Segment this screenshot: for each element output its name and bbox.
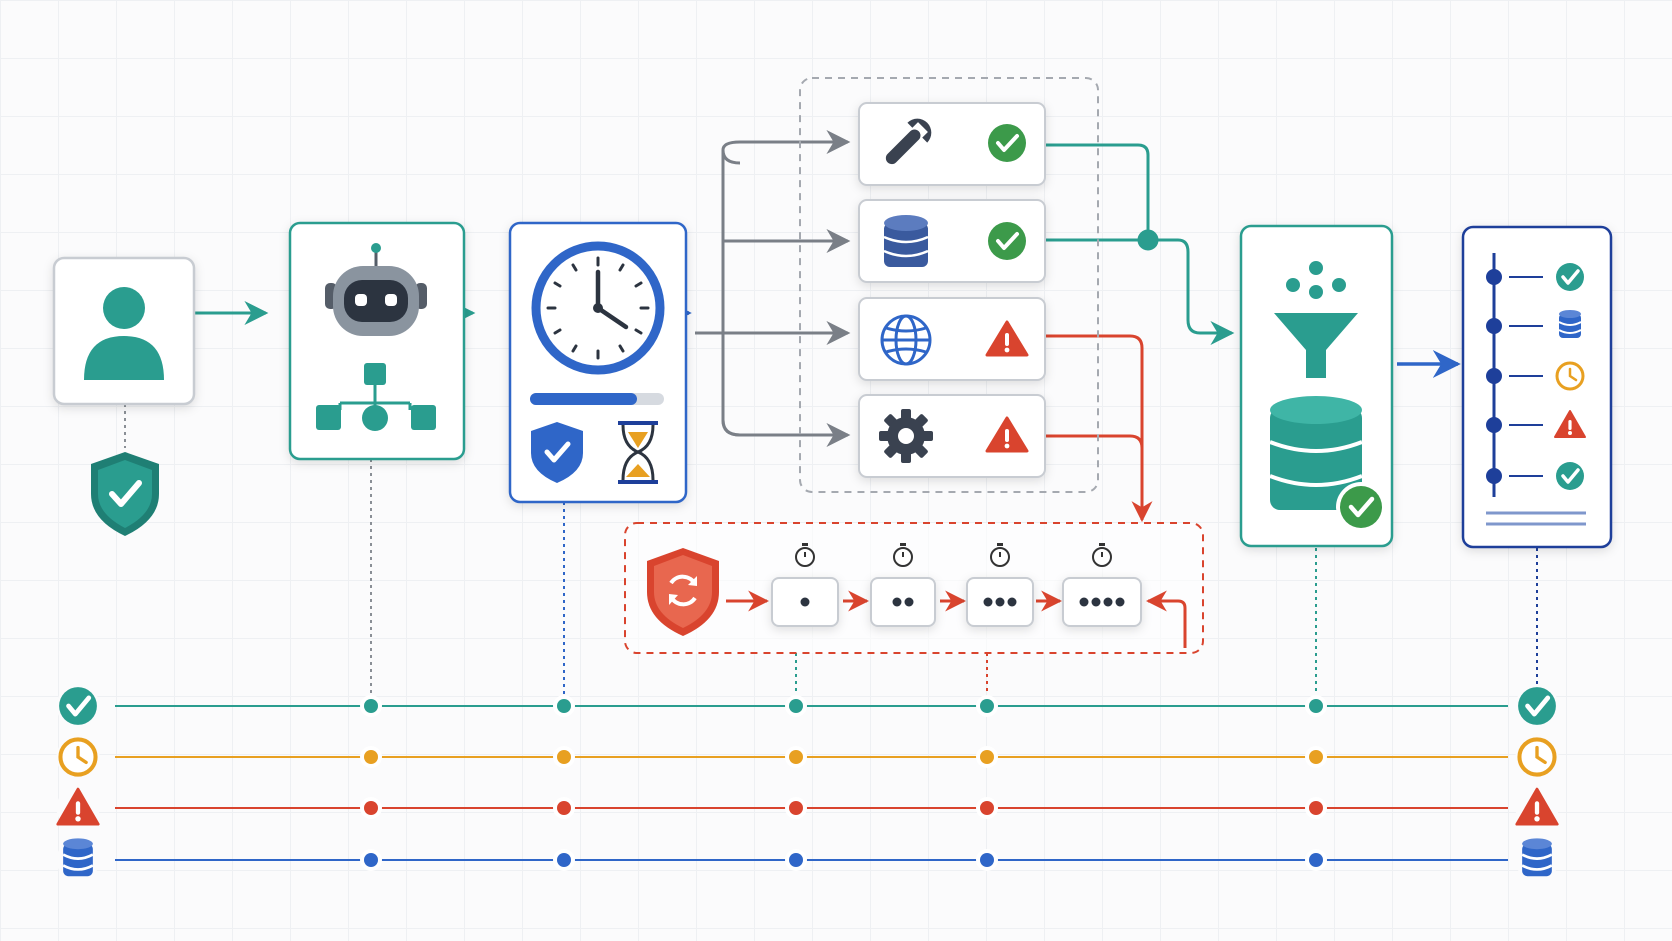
- retry-dot: [995, 597, 1005, 607]
- retry-step: [870, 542, 936, 627]
- warning-icon: [56, 787, 100, 826]
- retry-dot: [1091, 597, 1101, 607]
- retry-dot: [983, 597, 993, 607]
- log-node[interactable]: [1461, 225, 1613, 549]
- gear-icon: [879, 409, 933, 463]
- progress-bar: [530, 393, 664, 405]
- aggregate-node[interactable]: [1239, 224, 1394, 548]
- database-check-icon: [1269, 396, 1386, 532]
- drop-lines: [124, 404, 1538, 694]
- retry-step: [771, 542, 839, 627]
- check-circle-icon: [59, 687, 97, 725]
- tool-row-database[interactable]: [858, 199, 1046, 283]
- check-circle-icon: [1518, 687, 1556, 725]
- retry-dot: [1103, 597, 1113, 607]
- retry-steps: [771, 542, 1142, 627]
- status-lanes: [56, 684, 1559, 882]
- retry-group[interactable]: [624, 522, 1204, 654]
- retry-step: [966, 542, 1034, 627]
- log-entry: [1486, 462, 1584, 490]
- check-circle-icon: [56, 684, 100, 728]
- user-icon: [84, 287, 164, 380]
- clock-icon: [56, 735, 100, 779]
- retry-dot: [1007, 597, 1017, 607]
- success-badge-icon: [986, 220, 1028, 262]
- status-lane-success: [56, 684, 1559, 728]
- log-entry: [1486, 263, 1584, 291]
- warning-icon: [1515, 786, 1559, 830]
- database-icon: [1521, 838, 1553, 877]
- database-icon: [882, 213, 930, 269]
- warning-icon: [1554, 410, 1586, 438]
- tool-row-globe[interactable]: [858, 297, 1046, 381]
- tools-group: [799, 77, 1099, 493]
- hierarchy-icon: [316, 363, 436, 431]
- log-entry: [1486, 410, 1586, 438]
- warning-connectors: [1045, 334, 1153, 523]
- shield-check-icon: [91, 452, 159, 536]
- log-entry: [1486, 310, 1582, 338]
- user-node[interactable]: [52, 256, 196, 406]
- shield-retry-icon: [647, 548, 719, 636]
- fan-out-connectors: [695, 130, 851, 447]
- database-icon: [56, 838, 100, 882]
- warning-icon: [1515, 787, 1559, 826]
- retry-dot: [892, 597, 902, 607]
- clock-icon: [1515, 735, 1559, 779]
- retry-dot: [904, 597, 914, 607]
- check-icon: [1556, 462, 1584, 490]
- status-lane-warning: [56, 786, 1559, 830]
- database-icon: [1515, 838, 1559, 882]
- success-merge-connectors: [1045, 143, 1235, 345]
- retry-arrows: [726, 590, 1187, 648]
- check-icon: [1556, 263, 1584, 291]
- retry-dot: [1079, 597, 1089, 607]
- database-icon: [62, 838, 94, 877]
- success-badge-icon: [986, 122, 1028, 164]
- clock-icon: [1555, 361, 1585, 391]
- retry-step: [1062, 542, 1142, 627]
- wrench-icon: [885, 118, 932, 165]
- log-entries: [1486, 263, 1586, 490]
- status-lane-pending: [56, 735, 1559, 779]
- warning-icon: [56, 786, 100, 830]
- robot-icon: [325, 243, 427, 336]
- tool-row-gear[interactable]: [858, 394, 1046, 478]
- hourglass-icon: [618, 421, 658, 484]
- database-icon: [1558, 310, 1582, 338]
- tool-row-wrench[interactable]: [858, 102, 1046, 186]
- globe-icon: [880, 314, 932, 366]
- check-circle-icon: [1515, 684, 1559, 728]
- status-lane-storage: [56, 838, 1559, 882]
- agent-node[interactable]: [288, 221, 466, 461]
- scheduler-node[interactable]: [508, 221, 688, 504]
- funnel-icon: [1274, 261, 1358, 378]
- clock-icon: [58, 737, 98, 777]
- clock-icon: [531, 241, 665, 375]
- shield-check-icon: [531, 422, 583, 483]
- retry-dot: [1115, 597, 1125, 607]
- clock-icon: [1517, 737, 1557, 777]
- retry-dot: [800, 597, 810, 607]
- log-entry: [1486, 361, 1585, 391]
